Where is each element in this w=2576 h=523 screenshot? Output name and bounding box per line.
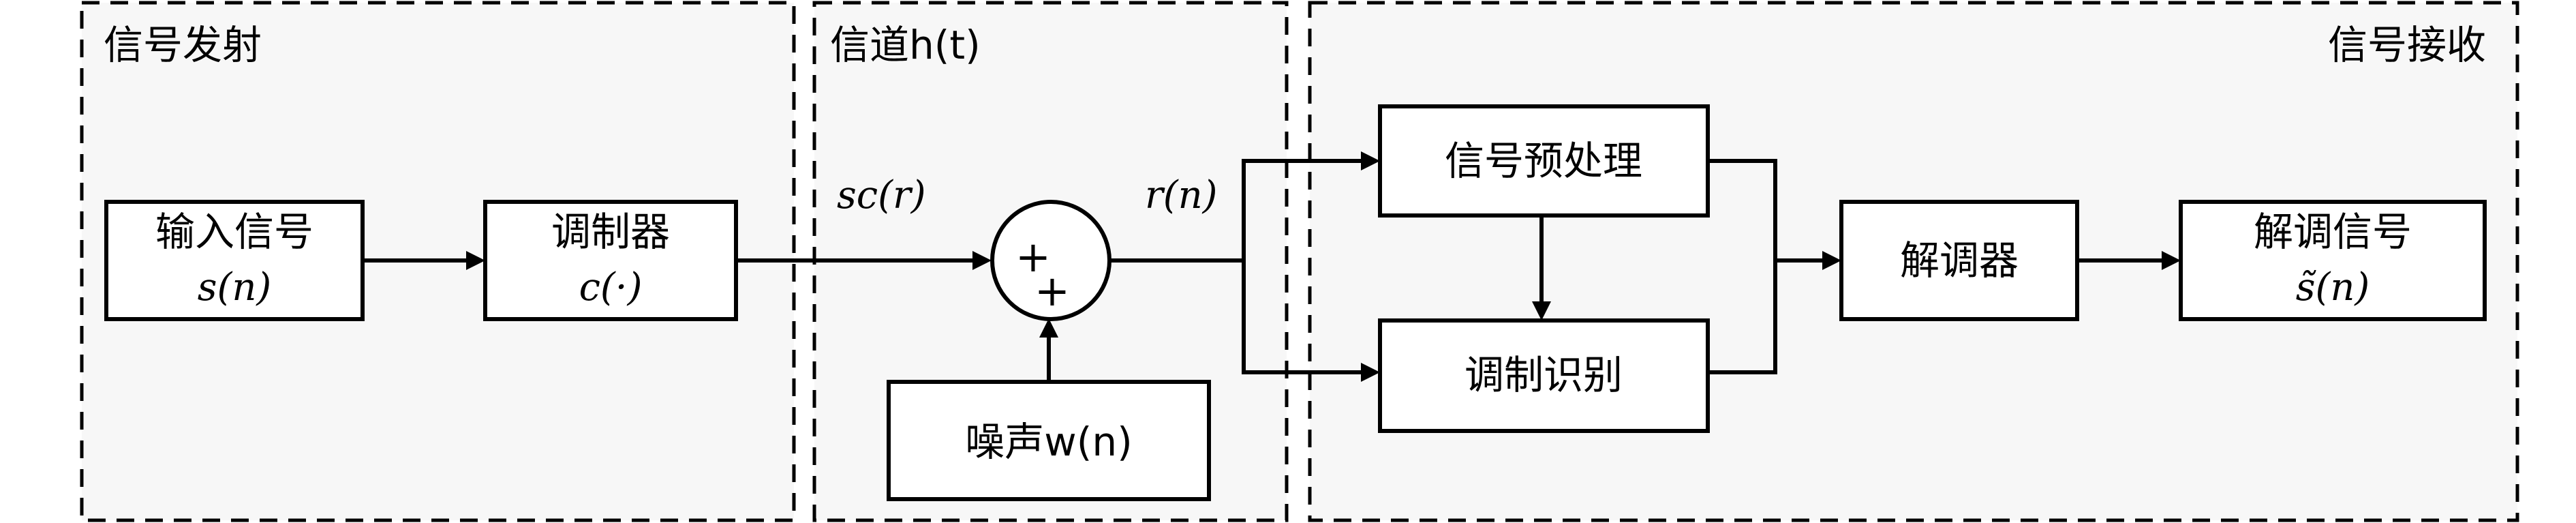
arrowhead (1361, 363, 1380, 382)
mod-recognition-label: 调制识别 (1465, 352, 1623, 398)
modulator-symbol: c(·) (579, 265, 643, 310)
arrowhead (972, 251, 992, 270)
arrowhead (2162, 251, 2181, 270)
arrowhead (1361, 151, 1380, 170)
modulator-block: 调制器 c(·) (483, 200, 738, 321)
channel-region-title: 信道h(t) (830, 22, 981, 68)
mod-recognition-block: 调制识别 (1378, 318, 1710, 433)
noise-block: 噪声w(n) (887, 380, 1211, 501)
arrowhead (1532, 301, 1551, 320)
transmit-region-title: 信号发射 (104, 22, 262, 68)
input-signal-label: 输入信号 (155, 209, 313, 255)
arrowhead (466, 251, 485, 270)
adder-plus-2: + (1034, 266, 1070, 316)
arrowhead (1822, 251, 1841, 270)
wire-to-recognition (1242, 260, 1363, 374)
wire-to-preprocess (1242, 159, 1363, 260)
wire-merge (1708, 159, 1777, 374)
receive-region-title: 信号接收 (2328, 22, 2486, 68)
modulator-label: 调制器 (551, 209, 670, 255)
input-signal-block: 输入信号 s(n) (104, 200, 365, 321)
sc-signal-label: sc(r) (837, 173, 926, 218)
demodulator-block: 解调器 (1839, 200, 2079, 321)
input-signal-symbol: s(n) (198, 265, 272, 310)
demod-signal-block: 解调信号 s̃(n) (2179, 200, 2487, 321)
demodulator-label: 解调器 (1900, 237, 2019, 284)
adder-plus-1: + (1015, 232, 1051, 282)
demod-signal-label: 解调信号 (2254, 209, 2412, 255)
demod-signal-symbol: s̃(n) (2296, 265, 2370, 310)
preprocess-block: 信号预处理 (1378, 104, 1710, 218)
noise-label: 噪声w(n) (965, 419, 1132, 465)
rn-signal-label: r(n) (1145, 173, 1218, 218)
arrowhead (1039, 318, 1058, 338)
adder-node: + + (990, 200, 1111, 321)
preprocess-label: 信号预处理 (1445, 138, 1642, 184)
